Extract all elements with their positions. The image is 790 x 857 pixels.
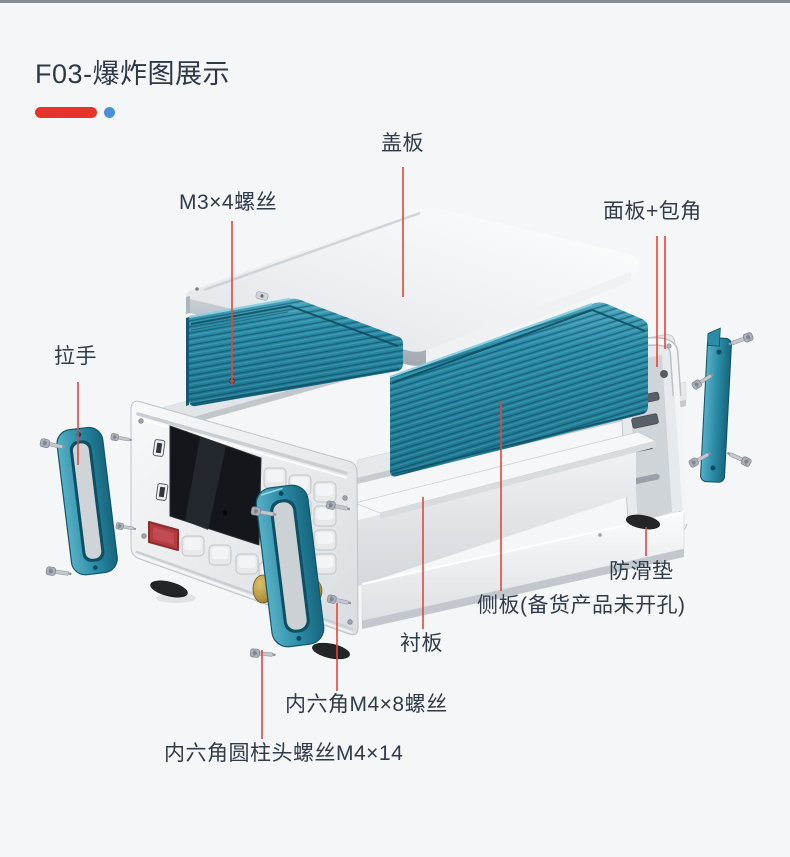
panel-screw-hole xyxy=(138,418,144,424)
page-title: F03-爆炸图展示 xyxy=(35,59,231,89)
keypad-key xyxy=(313,529,337,551)
screw xyxy=(725,448,753,468)
callout-label-panel-corner: 面板+包角 xyxy=(603,200,702,223)
side-panel-serrated-edge xyxy=(186,317,189,406)
callout-label-cover-plate: 盖板 xyxy=(381,132,424,155)
red-power-button xyxy=(148,521,179,551)
section-header: F03-爆炸图展示 xyxy=(35,52,230,118)
keypad-key xyxy=(235,553,259,575)
front-handle xyxy=(255,484,325,648)
title-accent xyxy=(35,107,230,118)
cover-screw-tab xyxy=(255,291,269,301)
rear-bracket xyxy=(700,327,732,483)
top-divider-bar xyxy=(0,0,790,3)
side-panel-left xyxy=(186,297,403,407)
anti-slip-pad xyxy=(312,642,350,660)
callout-label-anti-slip-pad: 防滑垫 xyxy=(609,560,674,583)
screw xyxy=(45,566,73,579)
callout-label-pull-handle: 拉手 xyxy=(54,345,97,368)
callout-label-m3x4-screws: M3×4螺丝 xyxy=(179,191,278,214)
keypad-key xyxy=(208,544,232,566)
callout-label-hex-m4x14: 内六角圆柱头螺丝M4×14 xyxy=(164,742,404,765)
title-accent-bar xyxy=(35,107,97,118)
panel-screw-hole xyxy=(141,533,147,539)
keypad-key xyxy=(313,481,337,503)
anti-slip-pad xyxy=(150,580,188,598)
panel-screw-hole xyxy=(347,619,353,625)
callout-label-hex-m4x8: 内六角M4×8螺丝 xyxy=(285,693,448,716)
keypad-key xyxy=(181,535,205,557)
m4x14-screw xyxy=(249,648,277,660)
callout-label-liner-plate: 衬板 xyxy=(400,632,443,655)
title-accent-dot xyxy=(104,107,115,118)
pull-handle xyxy=(56,426,118,576)
screw xyxy=(110,432,133,444)
keypad-key xyxy=(263,467,287,489)
callout-label-side-panel: 侧板(备货产品未开孔) xyxy=(477,594,686,617)
usb-port xyxy=(152,439,166,457)
callout-lines xyxy=(77,167,666,739)
panel-screw-hole xyxy=(342,495,348,501)
display-screen xyxy=(169,425,262,546)
side-panel-right xyxy=(389,302,648,477)
cover-fold-lip xyxy=(186,296,190,314)
cover-right-edge xyxy=(426,272,631,364)
usb-port xyxy=(155,483,169,501)
liner-plate xyxy=(353,431,657,519)
anti-slip-pad xyxy=(625,514,661,530)
